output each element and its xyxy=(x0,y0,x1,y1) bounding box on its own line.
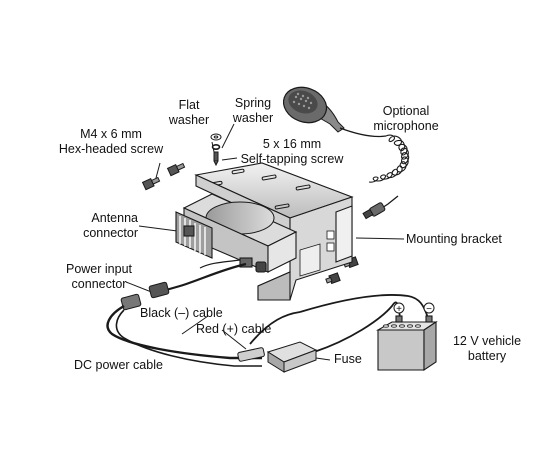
hardware-illustration xyxy=(141,133,359,285)
positive-terminal-symbol: + xyxy=(396,304,402,315)
battery-label: 12 V vehicle battery xyxy=(452,334,522,363)
optional-microphone-label: Optional microphone xyxy=(373,104,439,133)
flat-washer-label: Flat washer xyxy=(168,98,210,127)
fuse-illustration xyxy=(237,341,318,373)
antenna-connector-label: Antenna connector xyxy=(83,211,138,240)
spring-washer-label: Spring washer xyxy=(232,96,274,125)
fuse-label: Fuse xyxy=(334,352,362,366)
mounting-bracket-label: Mounting bracket xyxy=(406,232,502,246)
transceiver-illustration xyxy=(175,162,354,301)
hex-screw-label: M4 x 6 mm Hex-headed screw xyxy=(58,127,164,156)
battery-illustration xyxy=(375,315,438,372)
dc-power-cable-label: DC power cable xyxy=(74,358,163,372)
power-input-connector-label: Power input connector xyxy=(65,262,132,291)
red-cable-label: Red (+) cable xyxy=(196,322,272,336)
negative-terminal-symbol: − xyxy=(426,304,432,315)
battery-terminal-symbols: + − xyxy=(393,302,435,315)
tapping-screw-label: 5 x 16 mm Self-tapping screw xyxy=(240,137,344,166)
microphone-illustration xyxy=(282,86,410,220)
black-cable-label: Black (–) cable xyxy=(140,306,223,320)
